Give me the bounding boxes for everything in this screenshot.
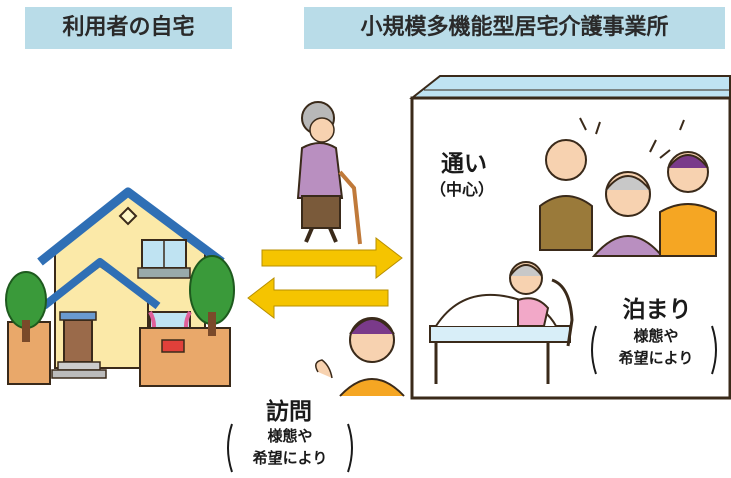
elder-group-icon [539, 117, 717, 257]
stay-bracket-right [711, 325, 717, 375]
day-service-note: （中心） [430, 180, 495, 199]
visit-note-line2: 希望により [252, 449, 328, 467]
home-label: 利用者の自宅 [25, 7, 232, 49]
visit-bracket-left [227, 423, 233, 473]
day-service-title: 通い [441, 151, 487, 177]
visit-note-line1: 様態や [267, 427, 313, 445]
stay-note-line1: 様態や [633, 327, 679, 345]
arrow-to-facility [261, 236, 403, 280]
visit-title: 訪問 [266, 399, 312, 425]
arrow-to-home [247, 276, 389, 320]
stay-bracket-left [591, 325, 597, 375]
stay-note-line2: 希望により [618, 349, 694, 367]
bed-icon [429, 261, 574, 384]
walking-elder-icon [296, 101, 362, 245]
visit-bracket-right [347, 423, 353, 473]
house-illustration [5, 187, 235, 387]
stay-title: 泊まり [622, 297, 692, 323]
facility-label: 小規模多機能型居宅介護事業所 [304, 7, 725, 49]
caregiver-waving-icon [315, 317, 405, 397]
